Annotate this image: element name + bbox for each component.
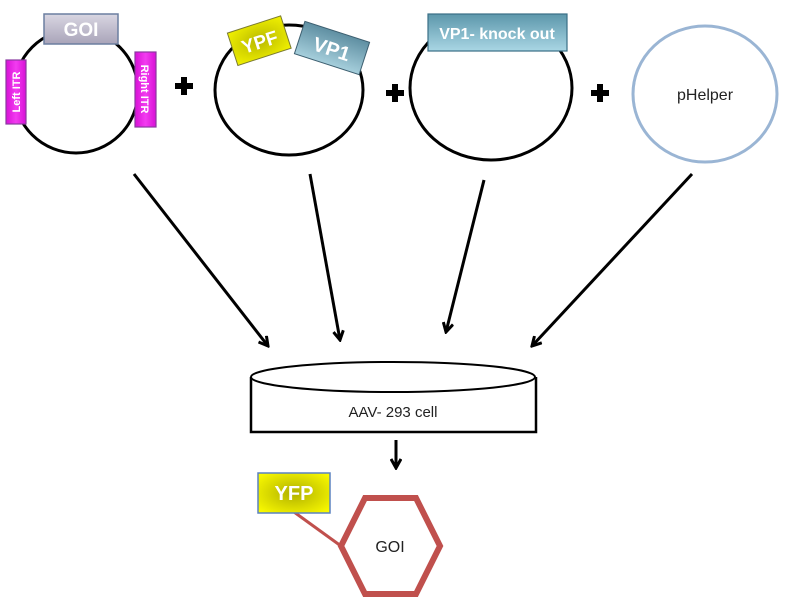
- goi-plasmid: GOI Left ITR Right ITR: [5, 13, 157, 155]
- plus-icon: [175, 77, 193, 95]
- right-itr-box: [134, 51, 157, 128]
- plus-icon: [386, 84, 404, 102]
- arrow-vp1-ko-to-dish: [446, 179, 486, 332]
- phelper-label: pHelper: [677, 87, 734, 104]
- plasmid-ring: [12, 27, 140, 155]
- left-itr-box: [5, 59, 27, 125]
- yfp-box: [257, 472, 331, 514]
- vp1-box: [293, 20, 371, 76]
- goi-label: GOI: [64, 20, 99, 41]
- dish-label: AAV- 293 cell: [349, 404, 438, 421]
- goi-box: [43, 13, 119, 45]
- ypf-box: [226, 15, 292, 67]
- vp1-ko-box: [427, 13, 568, 52]
- plasmid-ring: [631, 24, 779, 164]
- goi-hexagon: [337, 495, 444, 597]
- vp1-ko-plasmid: VP1- knock out: [408, 13, 574, 162]
- left-itr-label: Left ITR: [11, 71, 23, 112]
- plus-icon: [591, 84, 609, 102]
- phelper-plasmid: pHelper: [631, 24, 779, 164]
- arrow-phelper-to-dish: [532, 172, 694, 346]
- right-itr-label: Right ITR: [138, 65, 150, 114]
- ypf-vp1-plasmid: YPF VP1: [213, 15, 371, 157]
- yfp-label: YFP: [275, 483, 314, 505]
- yfp-tether: [293, 510, 342, 548]
- goi-hexagon-label: GOI: [375, 539, 404, 556]
- vp1-ko-label: VP1- knock out: [439, 26, 555, 43]
- arrow-goi-to-dish: [132, 173, 268, 346]
- arrow-ypf-vp1-to-dish: [308, 173, 340, 340]
- cell-culture-dish: AAV- 293 cell: [249, 361, 538, 434]
- dish-rim: [250, 361, 536, 393]
- product-particle: GOI YFP: [257, 472, 444, 597]
- plasmid-ring: [213, 23, 365, 157]
